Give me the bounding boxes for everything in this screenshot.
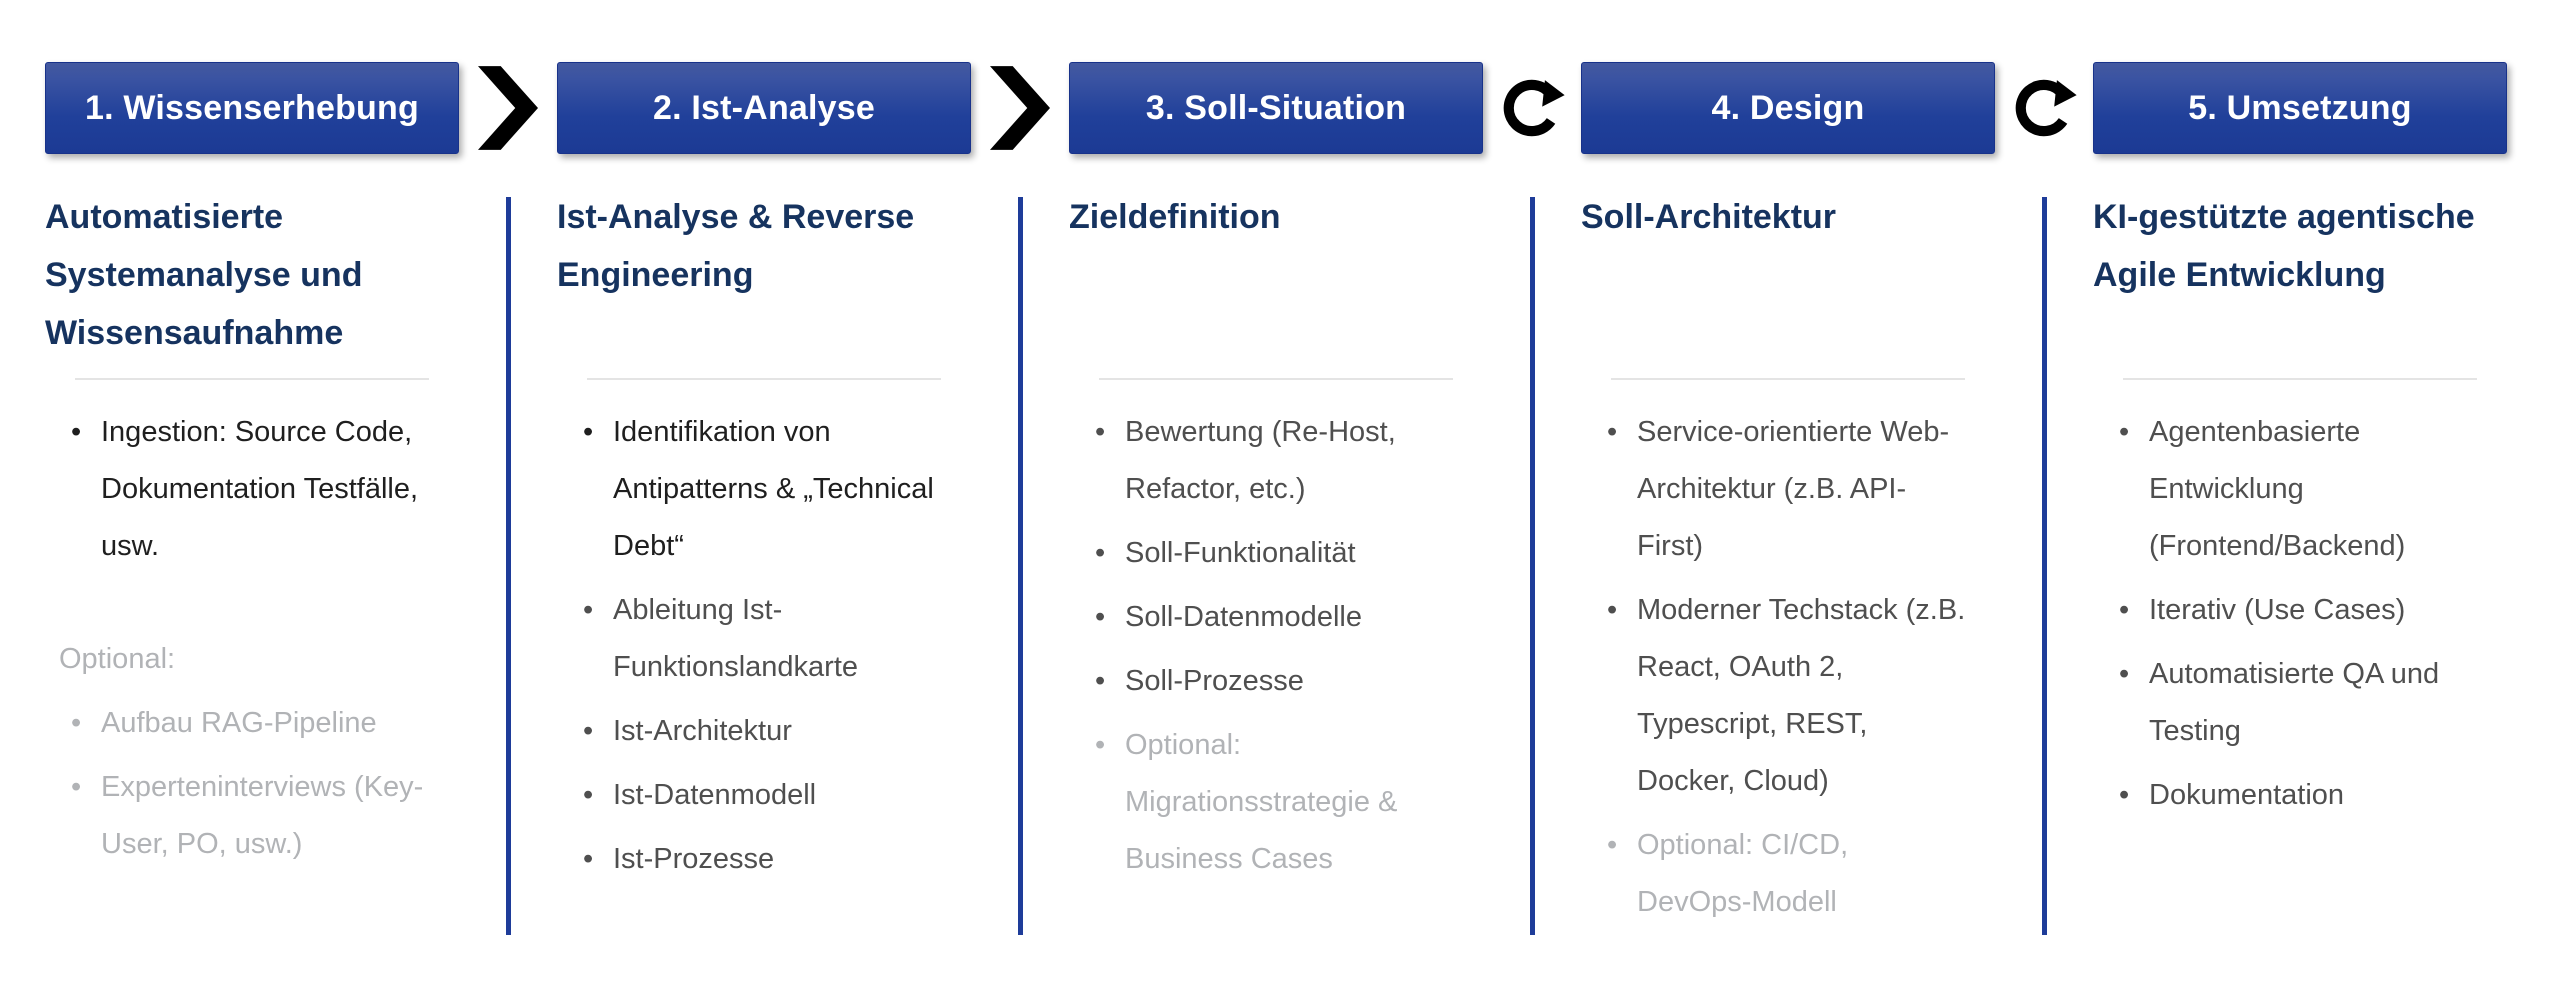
list-item: Soll-Datenmodelle xyxy=(1069,589,1483,646)
list-item: Soll-Funktionalität xyxy=(1069,525,1483,582)
phase-header-label: 1. Wissenserhebung xyxy=(85,88,419,127)
subtitle-divider xyxy=(1099,378,1453,380)
subtitle-divider xyxy=(75,378,429,380)
list-item: Service-orientierte Web-Architektur (z.B… xyxy=(1581,404,1995,575)
refresh-cycle-icon xyxy=(1503,79,1565,137)
list-item: Bewertung (Re-Host, Refactor, etc.) xyxy=(1069,404,1483,518)
phase-item-list: Ingestion: Source Code, Dokumentation Te… xyxy=(45,404,459,873)
list-item: Ingestion: Source Code, Dokumentation Te… xyxy=(45,404,459,575)
subtitle-divider xyxy=(1611,378,1965,380)
list-item: Automatisierte QA und Testing xyxy=(2093,646,2507,760)
refresh-cycle-icon xyxy=(2015,79,2077,137)
phase-subtitle: Zieldefinition xyxy=(1069,198,1281,236)
phase-subtitle: KI-gestützte agentische Agile Entwicklun… xyxy=(2093,198,2475,294)
phase-column: 3. Soll-Situation Zieldefinition Bewertu… xyxy=(1069,62,1483,938)
list-item: Dokumentation xyxy=(2093,767,2507,824)
column-separator-line xyxy=(505,197,511,935)
list-item: Optional: Migrationsstrategie & Business… xyxy=(1069,717,1483,888)
list-item: Ist-Prozesse xyxy=(557,831,971,888)
list-item: Experteninterviews (Key-User, PO, usw.) xyxy=(45,759,459,873)
phase-header-label: 3. Soll-Situation xyxy=(1145,88,1407,127)
list-item: Moderner Techstack (z.B. React, OAuth 2,… xyxy=(1581,582,1995,810)
list-item: Ist-Architektur xyxy=(557,703,971,760)
phase-subtitle: Ist-Analyse & Reverse Engineering xyxy=(557,198,915,294)
phase-header-banner: 5. Umsetzung xyxy=(2093,62,2507,154)
phase-item-list: Bewertung (Re-Host, Refactor, etc.) Soll-… xyxy=(1069,404,1483,888)
column-separator-line xyxy=(1017,197,1023,935)
list-item: Identifikation von Antipatterns & „Techn… xyxy=(557,404,971,575)
phase-connector xyxy=(466,66,550,150)
phase-header-label: 5. Umsetzung xyxy=(2188,88,2412,127)
chevron-right-icon xyxy=(478,66,538,150)
phase-header-label: 4. Design xyxy=(1711,88,1865,127)
phase-header-banner: 2. Ist-Analyse xyxy=(557,62,971,154)
phase-connector xyxy=(978,66,1062,150)
phase-column: 1. Wissenserhebung Automatisierte System… xyxy=(45,62,459,938)
list-item: Iterativ (Use Cases) xyxy=(2093,582,2507,639)
subtitle-divider xyxy=(587,378,941,380)
phase-connector xyxy=(2002,66,2086,150)
phase-subtitle: Automatisierte Systemanalyse und Wissens… xyxy=(45,198,363,352)
phase-item-list: Agentenbasierte Entwicklung (Frontend/Ba… xyxy=(2093,404,2507,824)
column-separator-line xyxy=(1529,197,1535,935)
phase-header-label: 2. Ist-Analyse xyxy=(652,88,875,127)
phase-item-list: Identifikation von Antipatterns & „Techn… xyxy=(557,404,971,888)
list-item: Aufbau RAG-Pipeline xyxy=(45,695,459,752)
list-item: Ableitung Ist-Funktionslandkarte xyxy=(557,582,971,696)
phase-header-banner: 3. Soll-Situation xyxy=(1069,62,1483,154)
columns: 1. Wissenserhebung Automatisierte System… xyxy=(45,62,2507,938)
phase-header-banner: 4. Design xyxy=(1581,62,1995,154)
list-item: Optional: CI/CD, DevOps-Modell xyxy=(1581,817,1995,931)
subtitle-divider xyxy=(2123,378,2477,380)
list-item: Ist-Datenmodell xyxy=(557,767,971,824)
phase-column: 4. Design Soll-Architektur Service-orien… xyxy=(1581,62,1995,938)
list-item: Soll-Prozesse xyxy=(1069,653,1483,710)
phase-column: 5. Umsetzung KI-gestützte agentische Agi… xyxy=(2093,62,2507,938)
list-item: Optional: xyxy=(59,643,176,675)
phase-subtitle: Soll-Architektur xyxy=(1581,198,1837,236)
phase-column: 2. Ist-Analyse Ist-Analyse & Reverse Eng… xyxy=(557,62,971,938)
list-item: Agentenbasierte Entwicklung (Frontend/Ba… xyxy=(2093,404,2507,575)
column-separator-line xyxy=(2041,197,2047,935)
phase-connector xyxy=(1490,66,1574,150)
chevron-right-icon xyxy=(990,66,1050,150)
phase-header-banner: 1. Wissenserhebung xyxy=(45,62,459,154)
phase-item-list: Service-orientierte Web-Architektur (z.B… xyxy=(1581,404,1995,931)
